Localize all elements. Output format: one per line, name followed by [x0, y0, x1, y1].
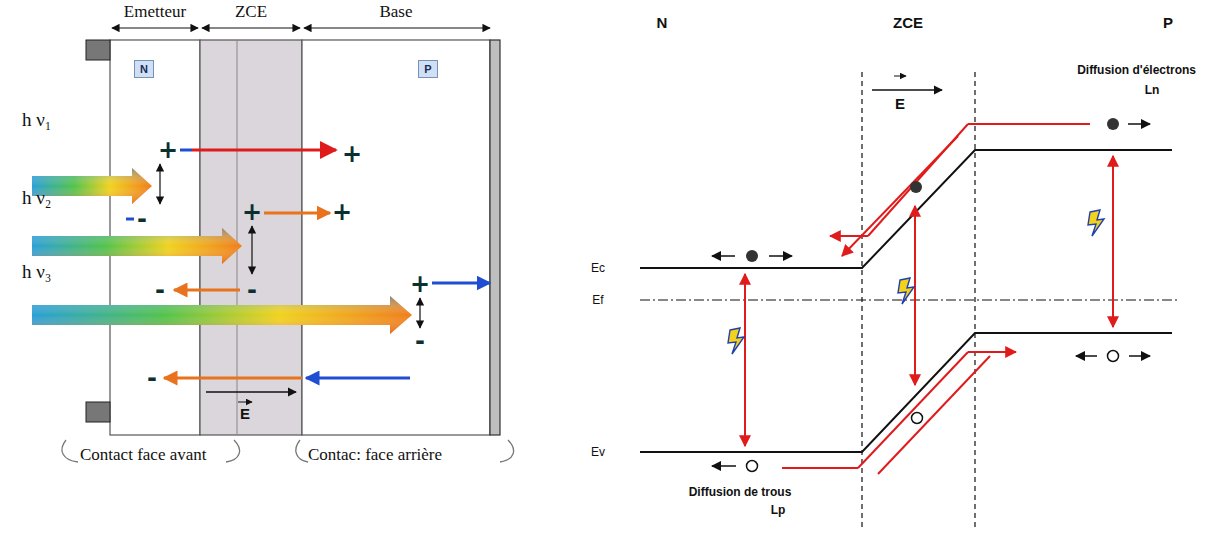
- band-label: Ef: [592, 293, 603, 307]
- front-contact: [86, 402, 110, 422]
- contact-bracket: [500, 440, 514, 462]
- region-heading: ZCE: [200, 2, 302, 22]
- photon-symbol: [1088, 210, 1104, 236]
- electron-drift: [164, 377, 302, 380]
- diffusion-length: Ln: [1145, 83, 1160, 97]
- region-label: N: [657, 14, 668, 31]
- hole: [912, 413, 923, 424]
- motion-arrow: [712, 255, 735, 257]
- electron-sign: -: [147, 366, 157, 390]
- photon-arrow: [32, 228, 242, 264]
- diffusion-label: Diffusion d'électrons: [1077, 63, 1196, 77]
- field-label: E: [895, 95, 905, 112]
- hole-path: [878, 356, 990, 474]
- electron: [910, 181, 922, 193]
- hole: [747, 461, 758, 472]
- generation-arrow: [744, 274, 746, 446]
- electron-sign: -: [415, 329, 425, 353]
- region-tag-text: N: [135, 61, 153, 77]
- carrier-diffusion: [126, 218, 134, 221]
- hole-diffusion: [432, 282, 490, 285]
- depletion-region: ZCE: [200, 40, 302, 435]
- electron-sign: -: [247, 278, 257, 302]
- photon-arrow-shade: [32, 296, 412, 334]
- band-label: Ec: [591, 261, 605, 275]
- photon-arrow-shade: [32, 228, 242, 264]
- field-label: E: [240, 405, 250, 422]
- zce-boundary: [861, 72, 862, 530]
- span-arrow: [304, 27, 490, 28]
- generation-arrow: [914, 206, 916, 385]
- region-tag-text: P: [419, 61, 437, 77]
- band-label: Ev: [591, 445, 605, 459]
- motion-arrow: [1076, 355, 1097, 357]
- motion-arrow: [769, 255, 792, 257]
- region-tag: N: [134, 60, 154, 78]
- hole-path: [858, 352, 968, 468]
- span-arrow: [112, 27, 198, 28]
- electron-sign: -: [155, 278, 165, 302]
- zce-boundary: [974, 72, 975, 530]
- region-heading: Base: [302, 2, 490, 22]
- front-contact: [86, 40, 110, 60]
- fermi-level: [640, 299, 1180, 300]
- field-arrow: [872, 89, 942, 90]
- motion-arrow: [1128, 123, 1150, 125]
- photon-energy: h ν₁: [22, 109, 51, 131]
- conduction-band: [640, 150, 1172, 268]
- electron-drift: [174, 289, 240, 292]
- contact-label: Contact face avant: [80, 445, 207, 465]
- region-label: ZCE: [893, 14, 923, 31]
- photon-symbol: [898, 278, 914, 304]
- back-contact: [490, 40, 500, 435]
- valence-band: [640, 333, 1172, 452]
- hole-sign: +: [332, 200, 352, 224]
- contact-bracket: [226, 440, 240, 462]
- vector-mark: [894, 76, 906, 77]
- region-label: P: [1163, 14, 1173, 31]
- electron-sign: -: [137, 207, 147, 231]
- motion-arrow: [1129, 355, 1150, 357]
- junction-line: [237, 40, 238, 435]
- photon-symbol: [728, 328, 744, 354]
- hole-drift: [192, 149, 336, 152]
- contact-bracket: [296, 440, 308, 462]
- photon-arrow: [32, 296, 412, 334]
- electron: [1107, 118, 1119, 130]
- base-region: [302, 40, 490, 435]
- hole-sign: +: [242, 200, 262, 224]
- electron-path: [968, 123, 1090, 125]
- base-region: BaseP: [302, 40, 490, 435]
- hole-sign: +: [158, 138, 178, 162]
- diffusion-length: Lp: [771, 503, 786, 517]
- region-heading: Emetteur: [110, 2, 200, 22]
- hole-sign: +: [410, 272, 430, 296]
- vector-mark: [238, 402, 252, 403]
- field-arrow: [206, 391, 296, 392]
- span-arrow: [202, 27, 300, 28]
- pair-arrow: [251, 226, 252, 274]
- photon-energy: h ν₂: [22, 187, 51, 209]
- hole-drift: [264, 212, 330, 215]
- hole-path: [782, 467, 858, 469]
- contact-label: Contac: face arrière: [308, 445, 442, 465]
- electron-path: [842, 136, 958, 256]
- photon-symbols: [728, 210, 1104, 354]
- electron-diffusion: [306, 377, 410, 380]
- photon-energy: h ν₃: [22, 261, 51, 283]
- generation-arrow: [1112, 156, 1114, 327]
- region-tag: P: [418, 60, 438, 78]
- hole-path: [968, 351, 1016, 353]
- pair-arrow: [419, 298, 420, 328]
- motion-arrow: [712, 465, 736, 467]
- hole-sign: +: [342, 142, 362, 166]
- carrier-diffusion: [180, 149, 192, 152]
- diffusion-label: Diffusion de trous: [689, 485, 792, 499]
- electron: [746, 250, 758, 262]
- contact-bracket: [62, 440, 78, 462]
- pair-arrow: [159, 164, 160, 204]
- hole: [1108, 351, 1119, 362]
